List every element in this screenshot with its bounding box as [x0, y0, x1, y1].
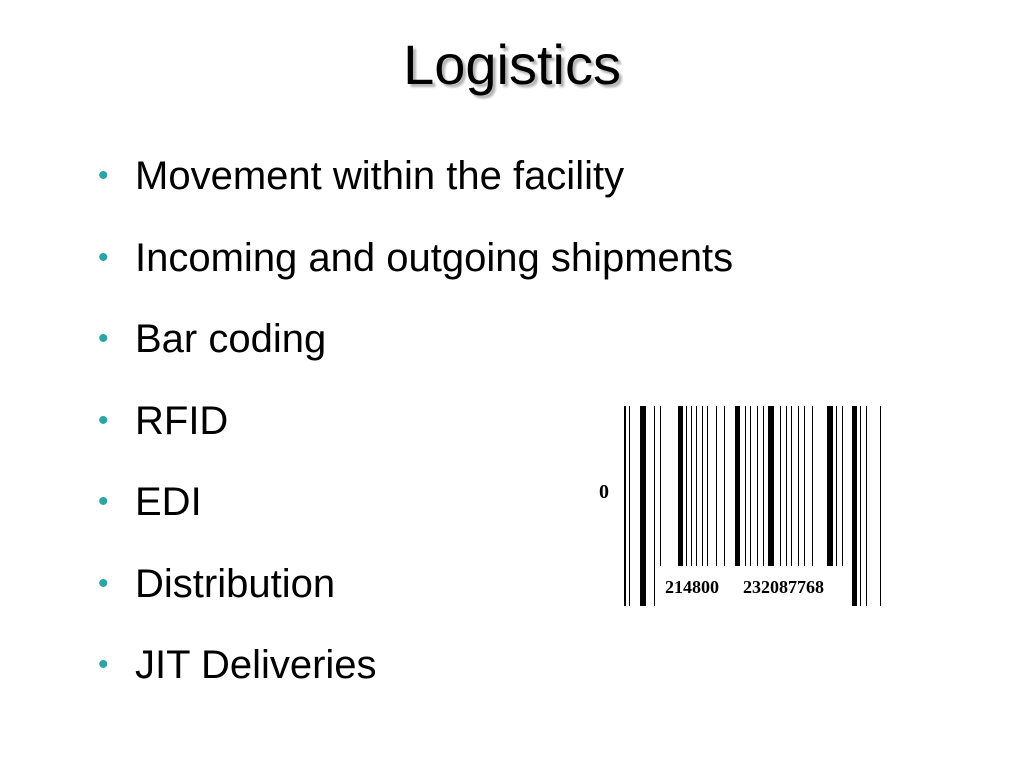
barcode-bar — [866, 406, 867, 606]
barcode-bar — [686, 406, 687, 566]
barcode-left-digits: 214800 — [665, 577, 719, 597]
bullet-dot-icon: • — [98, 403, 109, 437]
barcode-bar — [836, 406, 837, 566]
barcode-bar — [678, 406, 683, 566]
bullet-text: Bar coding — [135, 317, 327, 361]
barcode-bar — [724, 406, 725, 566]
bullet-item-movement: • Movement within the facility — [98, 150, 733, 232]
barcode-bar — [780, 406, 781, 566]
barcode-right-digits: 232087768 — [743, 577, 824, 597]
bullet-text: JIT Deliveries — [135, 643, 377, 687]
bullet-dot-icon: • — [98, 566, 109, 600]
bullet-dot-icon: • — [98, 648, 109, 681]
barcode-bar — [852, 406, 857, 606]
bullet-list: • Movement within the facility • Incomin… — [98, 150, 733, 721]
bullet-item-edi: • EDI — [98, 476, 733, 558]
barcode-bar — [763, 406, 764, 566]
bullet-item-distribution: • Distribution — [98, 558, 733, 640]
barcode-bar — [640, 406, 646, 606]
barcode-image: 0 214800 232087768 — [590, 400, 890, 615]
bullet-text: Movement within the facility — [135, 154, 625, 198]
bullet-text: Incoming and outgoing shipments — [135, 235, 734, 280]
barcode-bar — [791, 406, 792, 566]
bullet-item-bar-coding: • Bar coding — [98, 313, 733, 395]
barcode-bar — [786, 406, 787, 566]
barcode-bar — [691, 406, 692, 566]
barcode-bar — [750, 406, 751, 566]
barcode-bar — [654, 406, 655, 606]
barcode-bar — [707, 406, 708, 566]
bullet-dot-icon: • — [98, 159, 109, 192]
barcode-bar — [804, 406, 805, 566]
bullet-text: Distribution — [135, 561, 336, 606]
barcode-bar — [842, 406, 843, 566]
barcode-number-system-digit: 0 — [599, 481, 609, 503]
barcode-bar — [768, 406, 774, 566]
barcode-bar — [798, 406, 799, 566]
barcode-bar — [745, 406, 746, 566]
bullet-item-shipments: • Incoming and outgoing shipments — [98, 232, 733, 314]
barcode-bar — [629, 406, 630, 606]
barcode-icon: 0 214800 232087768 — [599, 406, 881, 606]
bullet-text: RFID — [135, 398, 229, 443]
barcode-bar — [716, 406, 717, 566]
bullet-dot-icon: • — [98, 485, 109, 518]
slide-title: Logistics — [403, 33, 621, 96]
bullet-item-rfid: • RFID — [98, 395, 733, 477]
barcode-bar — [660, 406, 661, 566]
barcode-bar — [624, 406, 626, 606]
barcode-bar — [696, 406, 697, 566]
barcode-bar — [880, 406, 881, 606]
bullet-text: EDI — [135, 480, 202, 524]
barcode-bar — [757, 406, 758, 566]
barcode-bar — [860, 406, 861, 606]
bullet-dot-icon: • — [98, 240, 109, 274]
barcode-bar — [827, 406, 833, 566]
barcode-bar — [735, 406, 740, 566]
barcode-bar — [812, 406, 813, 566]
bullet-item-jit: • JIT Deliveries — [98, 639, 733, 721]
bullet-dot-icon: • — [98, 322, 109, 355]
barcode-bar — [702, 406, 703, 566]
